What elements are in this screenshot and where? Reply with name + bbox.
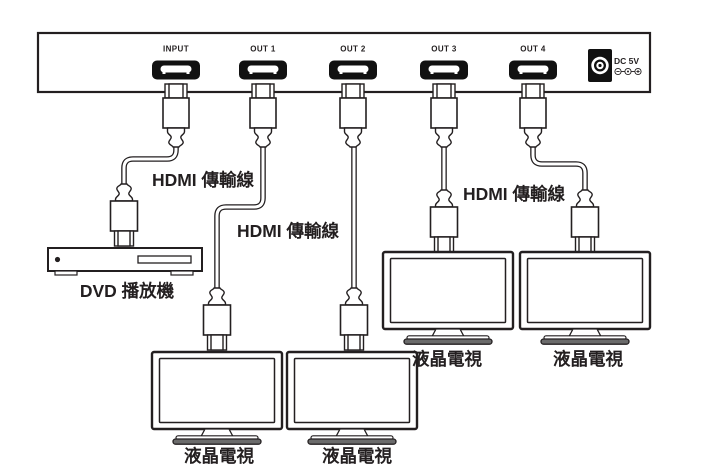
- port-label-input: INPUT: [163, 45, 189, 54]
- hdmi-plug-out2-top-icon: [339, 83, 367, 148]
- port-label-out3: OUT 3: [431, 45, 457, 54]
- hdmi-plug-tv1-icon: [202, 287, 232, 351]
- hdmi-cable-label-1: HDMI 傳輸線: [152, 170, 255, 190]
- port-label-out1: OUT 1: [250, 45, 276, 54]
- tv-3-label: 液晶電視: [412, 349, 482, 369]
- hdmi-cable-label-3: HDMI 傳輸線: [463, 184, 566, 204]
- hdmi-port-out4-icon: [509, 60, 557, 80]
- dc-power-jack-icon: [588, 49, 612, 82]
- hdmi-plug-out4-top-icon: [519, 83, 547, 148]
- tv-1: [150, 350, 284, 446]
- tv-4-label: 液晶電視: [553, 349, 623, 369]
- dc-power-label: DC 5V: [614, 56, 639, 66]
- hdmi-port-out1-icon: [239, 60, 287, 80]
- power-indicator-icon: [54, 256, 61, 263]
- dvd-player: [47, 247, 203, 276]
- hdmi-port-input-icon: [152, 60, 200, 80]
- hdmi-cable-label-2: HDMI 傳輸線: [237, 221, 340, 241]
- hdmi-plug-tv2-icon: [339, 287, 369, 351]
- hdmi-cable-out1: [214, 144, 266, 290]
- tv-4: [518, 250, 652, 346]
- tv-2: [285, 350, 419, 446]
- hdmi-plug-out1-top-icon: [249, 83, 277, 148]
- tv-3: [381, 250, 515, 346]
- disc-tray-icon: [137, 255, 192, 264]
- port-label-out2: OUT 2: [340, 45, 366, 54]
- tv-2-label: 液晶電視: [322, 446, 392, 466]
- tv-1-label: 液晶電視: [184, 446, 254, 466]
- hdmi-plug-tv4-icon: [570, 189, 600, 253]
- dvd-player-label: DVD 播放機: [80, 281, 175, 301]
- port-label-out4: OUT 4: [520, 45, 546, 54]
- hdmi-port-out3-icon: [420, 60, 468, 80]
- hdmi-plug-input-top-icon: [162, 83, 190, 148]
- hdmi-plug-dvd-icon: [109, 183, 139, 247]
- hdmi-plug-tv3-icon: [429, 189, 459, 253]
- hdmi-plug-out3-top-icon: [430, 83, 458, 148]
- hdmi-cable-out4: [530, 144, 588, 192]
- hdmi-cable-input: [121, 144, 179, 186]
- polarity-icon: [614, 67, 642, 76]
- hdmi-port-out2-icon: [329, 60, 377, 80]
